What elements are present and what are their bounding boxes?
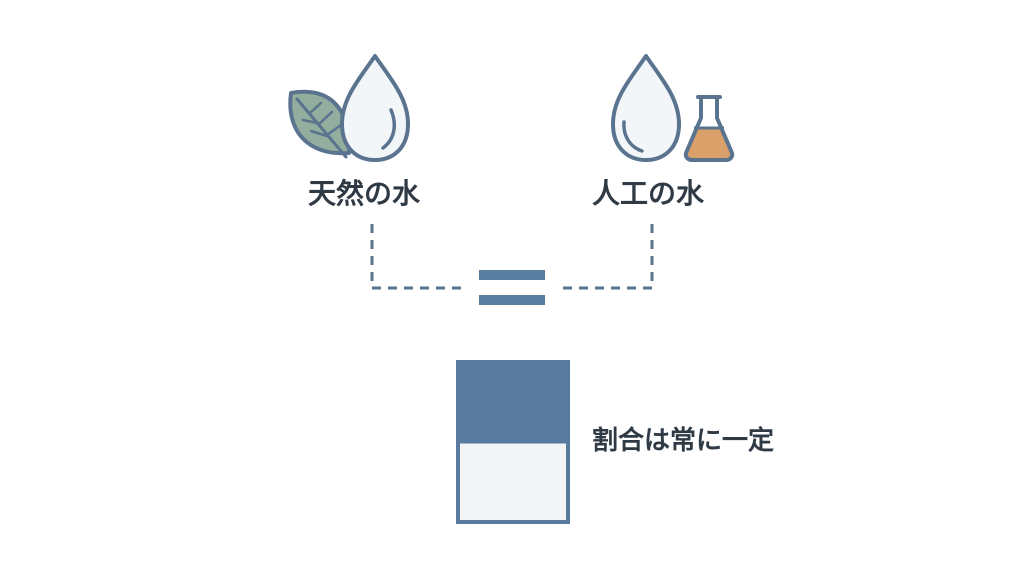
flask-icon [683, 95, 735, 162]
water-drop-icon [611, 54, 681, 162]
leaf-icon [288, 89, 352, 159]
equals-icon [479, 270, 545, 305]
ratio-outline [456, 360, 570, 524]
water-drop-icon [340, 54, 410, 162]
natural-water-label: 天然の水 [308, 177, 421, 210]
connector-lines [370, 224, 654, 290]
ratio-box [456, 360, 570, 524]
artificial-water-label: 人工の水 [592, 177, 705, 210]
ratio-constant-label: 割合は常に一定 [592, 426, 775, 456]
ratio-top-part [458, 362, 568, 442]
